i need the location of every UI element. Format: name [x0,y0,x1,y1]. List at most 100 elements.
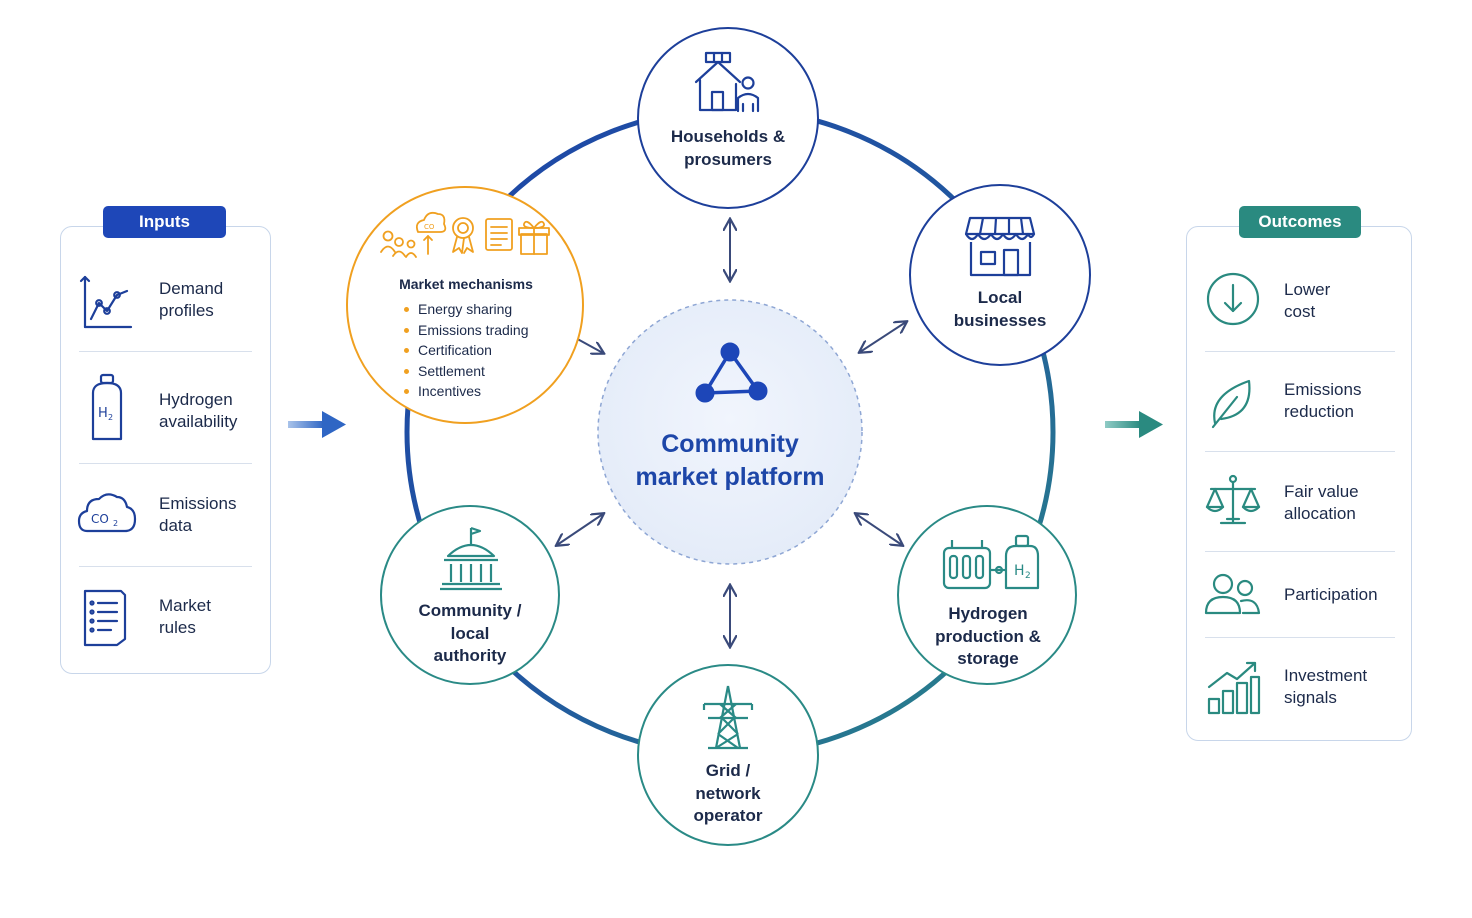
input-item-market-rules[interactable]: Market rules [61,585,270,665]
outcome-item-lower-cost[interactable]: Lower cost [1187,265,1411,355]
businesses-label: Local businesses [910,287,1090,332]
hydrogen-label-line3: storage [957,649,1019,668]
outcome-label-line2: cost [1284,302,1316,321]
bullet-dot-icon [404,327,409,333]
outcome-label-line1: Fair value [1284,482,1359,501]
outcome-label: Emissions reduction [1284,379,1361,423]
node-hydrogen[interactable] [897,505,1077,685]
town-hall-icon [440,526,502,591]
inputs-panel: Demand profiles H 2 Hydrogen availabilit… [60,226,271,674]
divider [79,351,252,352]
outcome-label: Investment signals [1284,665,1367,709]
outcome-label: Fair value allocation [1284,481,1359,525]
platform-title-line1: Community [661,430,799,458]
node-authority[interactable] [380,505,560,685]
grid-label-line1: Grid / [705,761,751,780]
input-item-demand[interactable]: Demand profiles [61,263,270,363]
pylon-icon [702,685,754,750]
input-item-emissions[interactable]: CO 2 Emissions data [61,483,270,583]
outcome-label-line1: Lower [1284,280,1331,299]
outcome-item-fair-value[interactable]: Fair value allocation [1187,467,1411,557]
divider [1205,451,1395,452]
leaf-icon [1211,379,1251,429]
network-triangle-icon [695,342,768,403]
divider [79,463,252,464]
hydrogen-label-line1: Hydrogen [948,604,1028,623]
community-group-icon [380,230,417,258]
house-person-icon [694,51,760,113]
input-label-line2: profiles [159,301,214,320]
input-label: Hydrogen availability [159,389,237,433]
mechanism-label: Incentives [418,383,482,399]
arrow-authority [557,514,603,545]
input-label-line1: Emissions [159,494,237,513]
certificate-ribbon-icon [452,217,474,254]
outcome-label: Participation [1284,584,1378,606]
down-arrow-circle-icon [1206,272,1260,326]
mechanism-item: Energy sharing [402,299,529,320]
platform-title: Community market platform [600,428,860,494]
authority-label: Community / local authority [380,600,560,668]
platform-title-line2: market platform [635,463,825,491]
households-label-line2: prosumers [684,149,772,169]
platform-circle [597,299,863,565]
businesses-label-line2: businesses [953,310,1047,330]
outcome-item-participation[interactable]: Participation [1187,567,1411,637]
input-label-line2: rules [159,618,196,637]
co2-credit-icon: CO [415,211,447,255]
mechanism-label: Emissions trading [418,321,529,338]
mechanism-item: Incentives [402,381,529,402]
authority-label-line3: authority [433,646,507,665]
grid-label: Grid / network operator [638,760,818,828]
bullet-dot-icon [404,348,409,353]
outcomes-header: Outcomes [1239,206,1361,238]
hydrogen-cylinder-icon: H 2 [91,373,123,441]
outcome-label-line2: signals [1284,688,1337,707]
grid-label-line3: operator [693,806,763,825]
svg-text:H: H [98,406,108,421]
arrow-hydrogen [856,514,902,545]
input-item-hydrogen[interactable]: H 2 Hydrogen availability [61,373,270,473]
co2-cloud-icon: CO 2 [77,493,137,533]
divider [1205,351,1395,352]
input-label-line1: Hydrogen [159,390,233,409]
svg-text:2: 2 [1025,571,1031,581]
svg-text:CO: CO [424,223,435,231]
bullet-dot-icon [404,307,409,312]
businesses-label-line1: Local [977,288,1023,307]
mechanism-item: Emissions trading [402,320,529,341]
inputs-flow-arrow [288,411,346,438]
node-grid[interactable] [637,664,819,846]
divider [1205,637,1395,638]
outcome-label-line2: allocation [1284,504,1356,523]
hydrogen-label: Hydrogen production & storage [898,603,1078,671]
svg-text:2: 2 [113,519,118,528]
input-label-line2: data [159,516,193,535]
authority-label-line1: Community / [418,601,522,620]
outcome-label-line2: reduction [1284,402,1354,421]
node-households[interactable] [637,27,819,209]
input-label: Demand profiles [159,278,223,322]
input-label-line1: Market [159,596,211,615]
input-label: Emissions data [159,493,236,537]
outcome-item-emissions[interactable]: Emissions reduction [1187,367,1411,457]
gift-incentive-icon [518,220,550,255]
outcome-label-line1: Investment [1284,666,1368,685]
households-label: Households & prosumers [638,126,818,171]
outcomes-flow-arrow [1105,411,1163,438]
outcome-label: Lower cost [1284,279,1330,323]
line-chart-icon [79,275,133,329]
mechanism-item: Certification [402,340,529,361]
outcome-item-investment[interactable]: Investment signals [1187,653,1411,733]
rules-document-icon [83,589,127,647]
households-label-line1: Households & [670,127,786,146]
input-label-line2: availability [159,412,238,431]
outcome-label-line1: Participation [1284,585,1378,604]
mechanism-label: Settlement [418,362,485,379]
bullet-dot-icon [404,389,409,394]
bullet-dot-icon [404,368,409,374]
node-market-mechanisms[interactable] [346,186,584,424]
people-icon [1204,573,1261,615]
growth-bars-icon [1207,661,1261,715]
arrow-businesses [860,322,906,352]
